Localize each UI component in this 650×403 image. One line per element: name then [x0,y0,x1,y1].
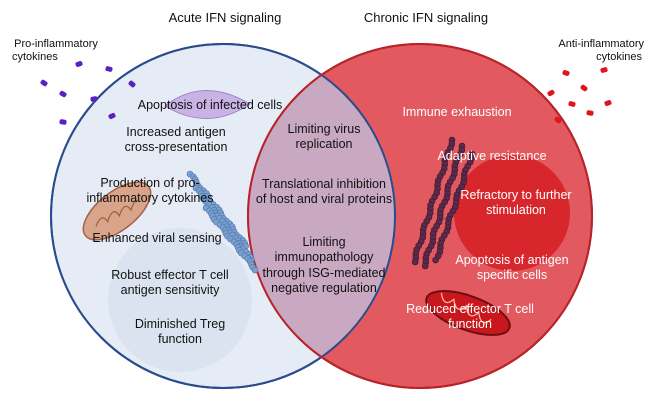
chronic-item-exhaustion: Immune exhaustion [402,105,512,119]
chronic-header: Chronic IFN signaling [363,10,489,25]
acute-item-cross-presentation: Increased antigen cross-presentation [124,125,228,155]
anti-label-line-2: cytokines [596,51,642,64]
receptor-chains-chronic [411,136,476,270]
chronic-item-refractory: Refractory to further stimulation [460,188,572,218]
pro-label-line-2: cytokines [12,51,58,64]
pro-inflammatory-cytokine-dots [40,61,136,125]
anti-label-line-1: Anti-inflammatory [558,38,644,50]
acute-item-apoptosis: Apoptosis of infected cells [137,98,283,112]
chronic-nucleus [454,155,570,271]
overlap-item-limiting-replication: Limiting virus replication [287,122,361,152]
acute-header: Acute IFN signaling [168,10,282,25]
vesicle-shape [164,90,251,119]
chronic-item-adaptive-resistance: Adaptive resistance [437,149,547,163]
receptor-chains-acute [186,170,259,274]
acute-inner-cell [108,228,252,372]
anti-inflammatory-cytokine-dots [547,67,612,124]
mitochondrion-chronic [425,290,511,336]
overlap-region [248,44,395,388]
anti-inflammatory-label: Anti-inflammatory cytokines [536,38,644,64]
acute-item-treg: Diminished Treg function [134,317,226,347]
overlap-item-translational-inhibition: Translational inhibition of host and vir… [255,177,393,207]
pro-label-line-1: Pro-inflammatory [14,38,98,50]
pro-inflammatory-label: Pro-inflammatory cytokines [6,38,106,64]
acute-item-t-cell-sensitivity: Robust effector T cell antigen sensitivi… [111,268,229,298]
acute-item-viral-sensing: Enhanced viral sensing [92,231,222,245]
mitochondrion-acute [82,181,152,241]
overlap-item-immunopathology: Limiting immunopathology through ISG-med… [262,235,386,295]
acute-item-cytokine-production: Production of pro- inflammatory cytokine… [86,176,214,206]
chronic-item-reduced-effector: Reduced effector T cell function [406,302,534,332]
chronic-item-apoptosis-antigen: Apoptosis of antigen specific cells [455,253,569,283]
